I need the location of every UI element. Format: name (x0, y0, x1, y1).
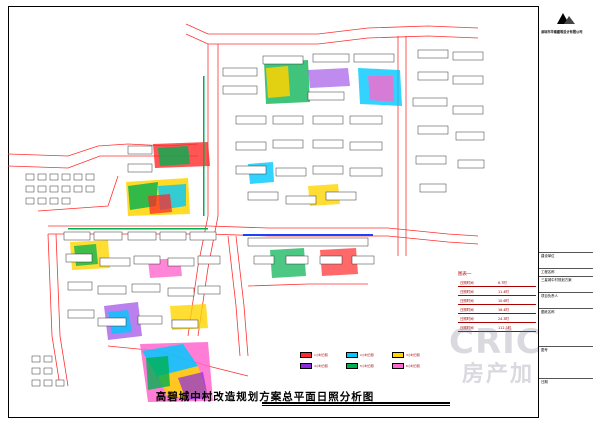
legend-label: 6小时日照 (406, 364, 420, 368)
results-table-row: 日照时间 112.3时 (458, 323, 536, 332)
design-notes: ​ (278, 300, 448, 305)
title-block-row (539, 378, 593, 379)
site-plan (8, 23, 485, 402)
results-row-label: 日照时间 (460, 326, 474, 330)
drawing-title: 高碧城中村改造规划方案总平面日照分析图 (155, 391, 375, 403)
legend-swatch (392, 363, 404, 369)
legend-item: 1小时日照 (300, 352, 328, 358)
results-row-label: 日照时间 (460, 317, 474, 321)
legend-swatch (300, 363, 312, 369)
title-underline-thin (262, 405, 450, 406)
legend-label: 2小时日照 (360, 353, 374, 357)
results-row-value: 11.4时 (498, 290, 509, 294)
legend-item: 2小时日照 (346, 352, 374, 358)
results-table-header: 图表一 (458, 272, 472, 277)
notes-line: ​ (278, 300, 448, 305)
company-name: 深圳市华南建筑设计有限公司 (541, 30, 583, 34)
results-row-label: 日照时间 (460, 290, 474, 294)
building-blocks (25, 49, 485, 387)
legend-label: 5小时日照 (360, 364, 374, 368)
results-row-label: 日照时间 (460, 281, 474, 285)
title-block-row (539, 276, 593, 277)
legend-item: 6小时日照 (392, 363, 420, 369)
legend-swatch (346, 352, 358, 358)
legend-swatch (346, 363, 358, 369)
results-table-row: 日照时间 24.3时 (458, 314, 536, 323)
title-block-label: 三星城中村规划方案 (541, 278, 572, 282)
results-row-value: 6.7时 (498, 281, 507, 285)
title-block-label: 工程名称 (541, 270, 555, 274)
title-block-row (539, 292, 593, 293)
sunlight-fields (70, 60, 402, 402)
site-accents (68, 76, 373, 236)
title-block-label: 图纸名称 (541, 310, 555, 314)
sunlight-field-n-4 (368, 76, 394, 102)
title-block-label: 建设单位 (541, 254, 555, 258)
watermark-text: 房产加 (462, 362, 535, 387)
legend-label: 4小时日照 (314, 364, 328, 368)
title-block-label: 日期 (541, 380, 548, 384)
legend-label: 1小时日照 (314, 353, 328, 357)
sunlight-field-n-2 (266, 66, 290, 98)
title-block-row (539, 308, 593, 309)
results-row-value: 10.6时 (498, 299, 509, 303)
legend-item: 3小时日照 (392, 352, 420, 358)
title-block-row (539, 346, 593, 347)
legend-swatch (392, 352, 404, 358)
results-row-label: 日照时间 (460, 308, 474, 312)
title-block: 深圳市华南建筑设计有限公司 建设单位工程名称三星城中村规划方案项目负责人图纸名称… (538, 6, 593, 418)
sunlight-field-sw-5 (178, 372, 208, 400)
title-block-label: 项目负责人 (541, 294, 558, 298)
title-block-row (539, 268, 593, 269)
watermark-logo: CRIC (449, 322, 542, 362)
results-table-row: 日照时间 16.4时 (458, 305, 536, 314)
results-table-row: 日照时间 10.6时 (458, 296, 536, 305)
company-logo-icon (557, 13, 575, 24)
results-table-row: 日照时间 11.4时 (458, 287, 536, 296)
legend-item: 5小时日照 (346, 363, 374, 369)
results-row-value: 112.3时 (498, 326, 512, 330)
title-underline (262, 402, 450, 404)
title-block-row (539, 252, 593, 253)
legend-swatch (300, 352, 312, 358)
results-row-label: 日照时间 (460, 299, 474, 303)
road-network (8, 23, 479, 387)
results-table-row: 日照时间 6.7时 (458, 278, 536, 287)
sunlight-field-sw-4 (146, 356, 170, 390)
title-block-label: 图号 (541, 348, 548, 352)
sunlight-field-n-5 (308, 68, 350, 88)
sunlight-field-c-2 (158, 146, 190, 166)
results-row-value: 16.4时 (498, 308, 509, 312)
legend-label: 3小时日照 (406, 353, 420, 357)
results-row-value: 24.3时 (498, 317, 509, 321)
sunlight-field-w-4 (148, 194, 172, 214)
legend-item: 4小时日照 (300, 363, 328, 369)
